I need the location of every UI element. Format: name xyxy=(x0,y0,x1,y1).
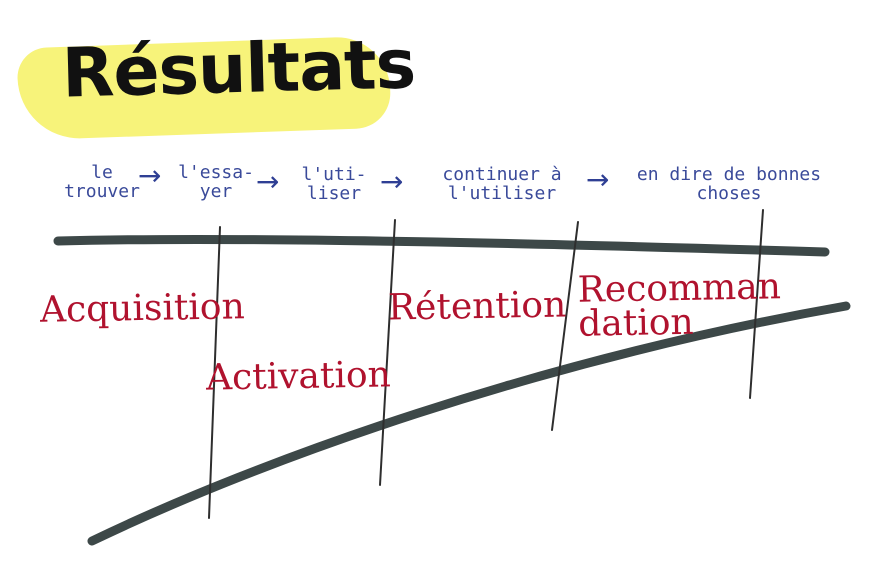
funnel-slope-line xyxy=(87,301,851,546)
arrow-right-icon: → xyxy=(138,159,162,192)
arrow-right-icon: → xyxy=(380,165,404,198)
step-keep-using: continuer à l'utiliser xyxy=(442,164,562,204)
top-axis-line xyxy=(53,234,830,257)
arrow-right-icon: → xyxy=(586,163,610,196)
divider-line-1 xyxy=(208,226,221,519)
step-recommend: en dire de bonnes choses xyxy=(636,164,822,204)
step-use: l'uti- liser xyxy=(301,164,367,204)
stage-activation: Activation xyxy=(205,354,392,399)
divider-line-4 xyxy=(749,209,764,399)
divider-line-2 xyxy=(379,219,396,486)
step-try: l'essa- yer xyxy=(178,162,254,202)
stage-acquisition: Acquisition xyxy=(39,286,246,331)
step-find: le trouver xyxy=(64,162,140,202)
arrow-right-icon: → xyxy=(256,165,280,198)
stage-retention: Rétention xyxy=(387,284,567,329)
divider-line-3 xyxy=(551,221,579,431)
stage-recommendation: Recomman dation xyxy=(577,266,782,345)
